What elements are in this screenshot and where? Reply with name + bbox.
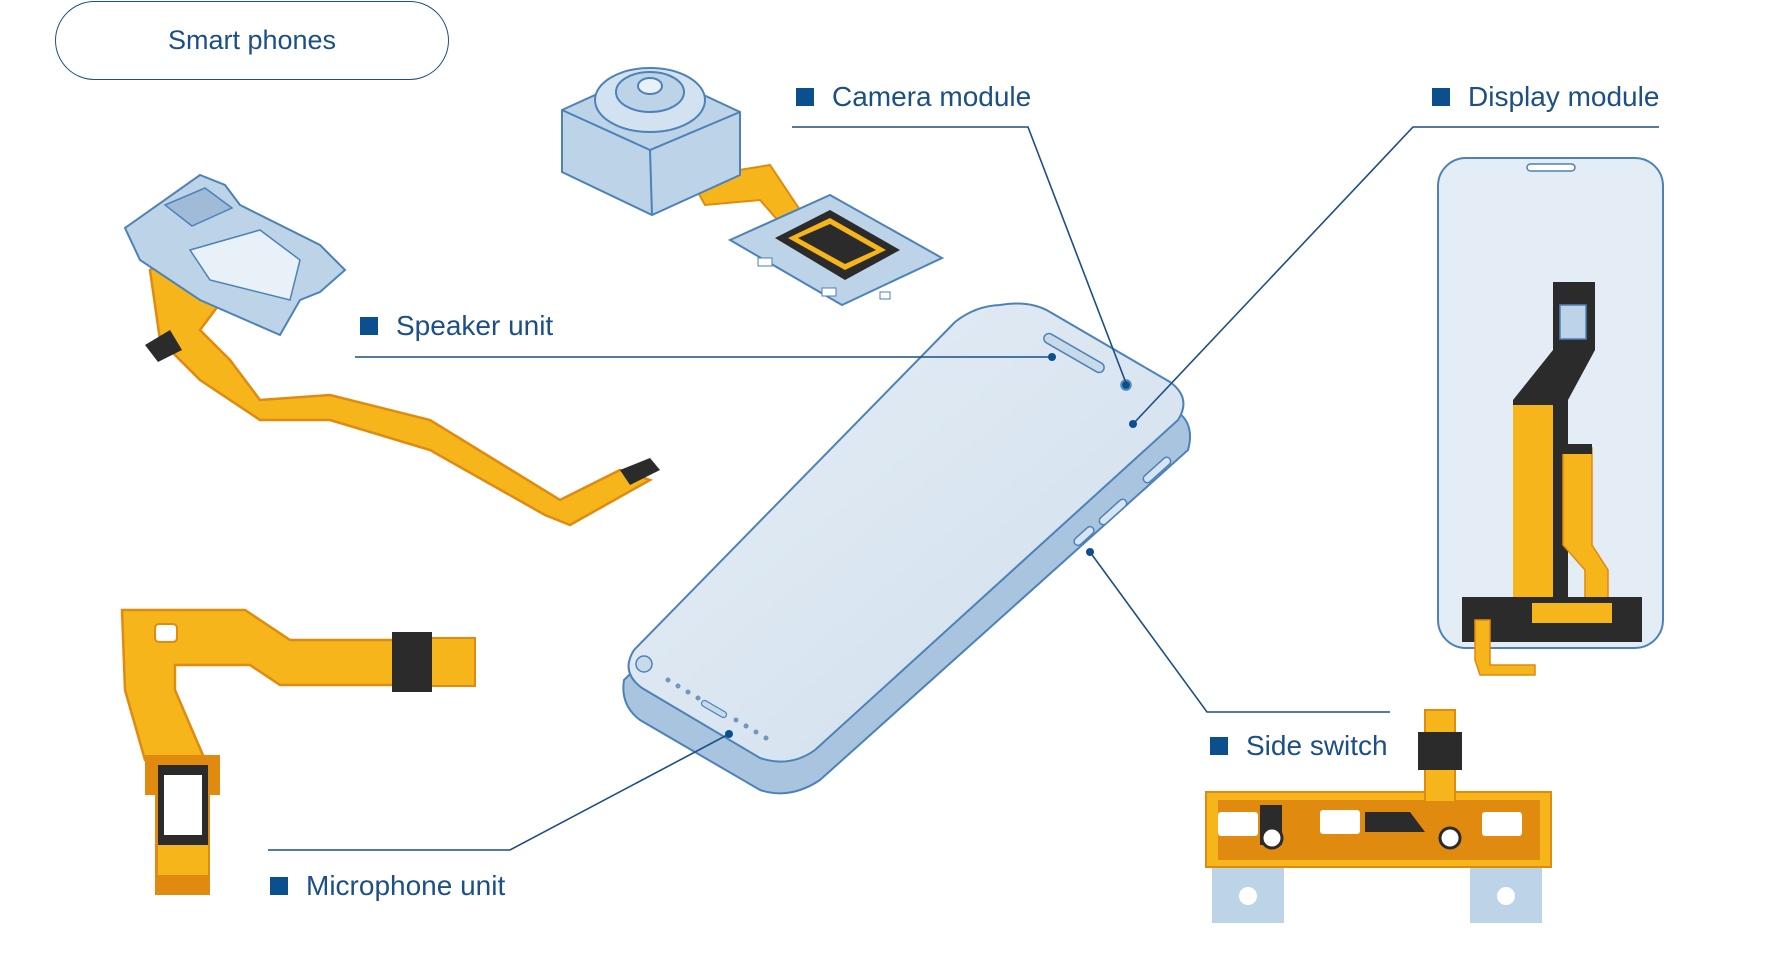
phone-side-button (1098, 498, 1128, 526)
microphone-leader-line (268, 733, 730, 851)
leader-lines (268, 126, 1659, 851)
callout-marker (270, 877, 288, 895)
lightning-port (700, 699, 728, 719)
display-module-label: Display module (1468, 81, 1660, 112)
display-module-callout: Display module (1432, 81, 1659, 113)
callout-marker (360, 317, 378, 335)
smartphone (622, 302, 1191, 795)
earpiece-slot (1043, 332, 1105, 374)
camera-module-callout: Camera module (796, 81, 1031, 113)
microphone-unit-illustration (120, 608, 476, 895)
display-leader-line (1132, 126, 1659, 425)
microphone-unit-label: Microphone unit (306, 870, 506, 901)
speaker-unit-illustration (123, 173, 660, 527)
side-switch-leader-line (1089, 551, 1390, 713)
speaker-unit-label: Speaker unit (396, 310, 554, 341)
bottom-speaker-holes (665, 677, 769, 741)
callout-marker (1432, 88, 1450, 106)
camera-module-illustration (561, 67, 945, 307)
headphone-jack (635, 655, 653, 673)
category-pill: Smart phones (55, 1, 449, 80)
camera-module-label: Camera module (832, 81, 1032, 112)
side-switch-illustration (1205, 709, 1552, 923)
display-module-illustration (1437, 157, 1664, 676)
side-switch-callout: Side switch (1210, 730, 1388, 762)
camera-leader-line (792, 126, 1127, 384)
phone-side-button (1142, 456, 1172, 484)
microphone-unit-callout: Microphone unit (270, 870, 505, 902)
leader-endpoints (725, 353, 1137, 738)
speaker-unit-callout: Speaker unit (360, 310, 553, 342)
callout-marker (1210, 737, 1228, 755)
side-switch-label: Side switch (1246, 730, 1388, 761)
callout-marker (796, 88, 814, 106)
phone-side-button (1073, 525, 1095, 547)
